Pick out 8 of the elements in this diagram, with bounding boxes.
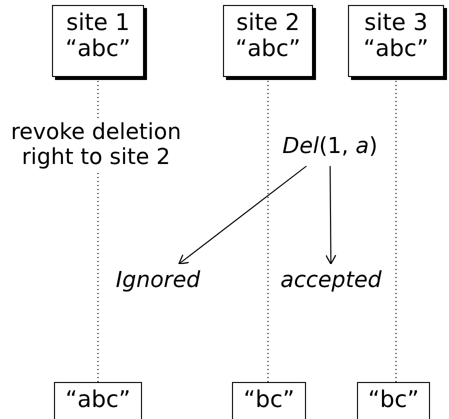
arrow	[178, 166, 307, 265]
site-box: site 2 “abc”	[223, 5, 313, 77]
site-box: site 3 “abc”	[348, 5, 444, 77]
site-box: site 1 “abc”	[52, 5, 144, 77]
state-box: “bc”	[357, 382, 430, 419]
state-box: “bc”	[232, 382, 306, 419]
arrow	[325, 166, 336, 265]
state-box: “abc”	[54, 382, 142, 419]
